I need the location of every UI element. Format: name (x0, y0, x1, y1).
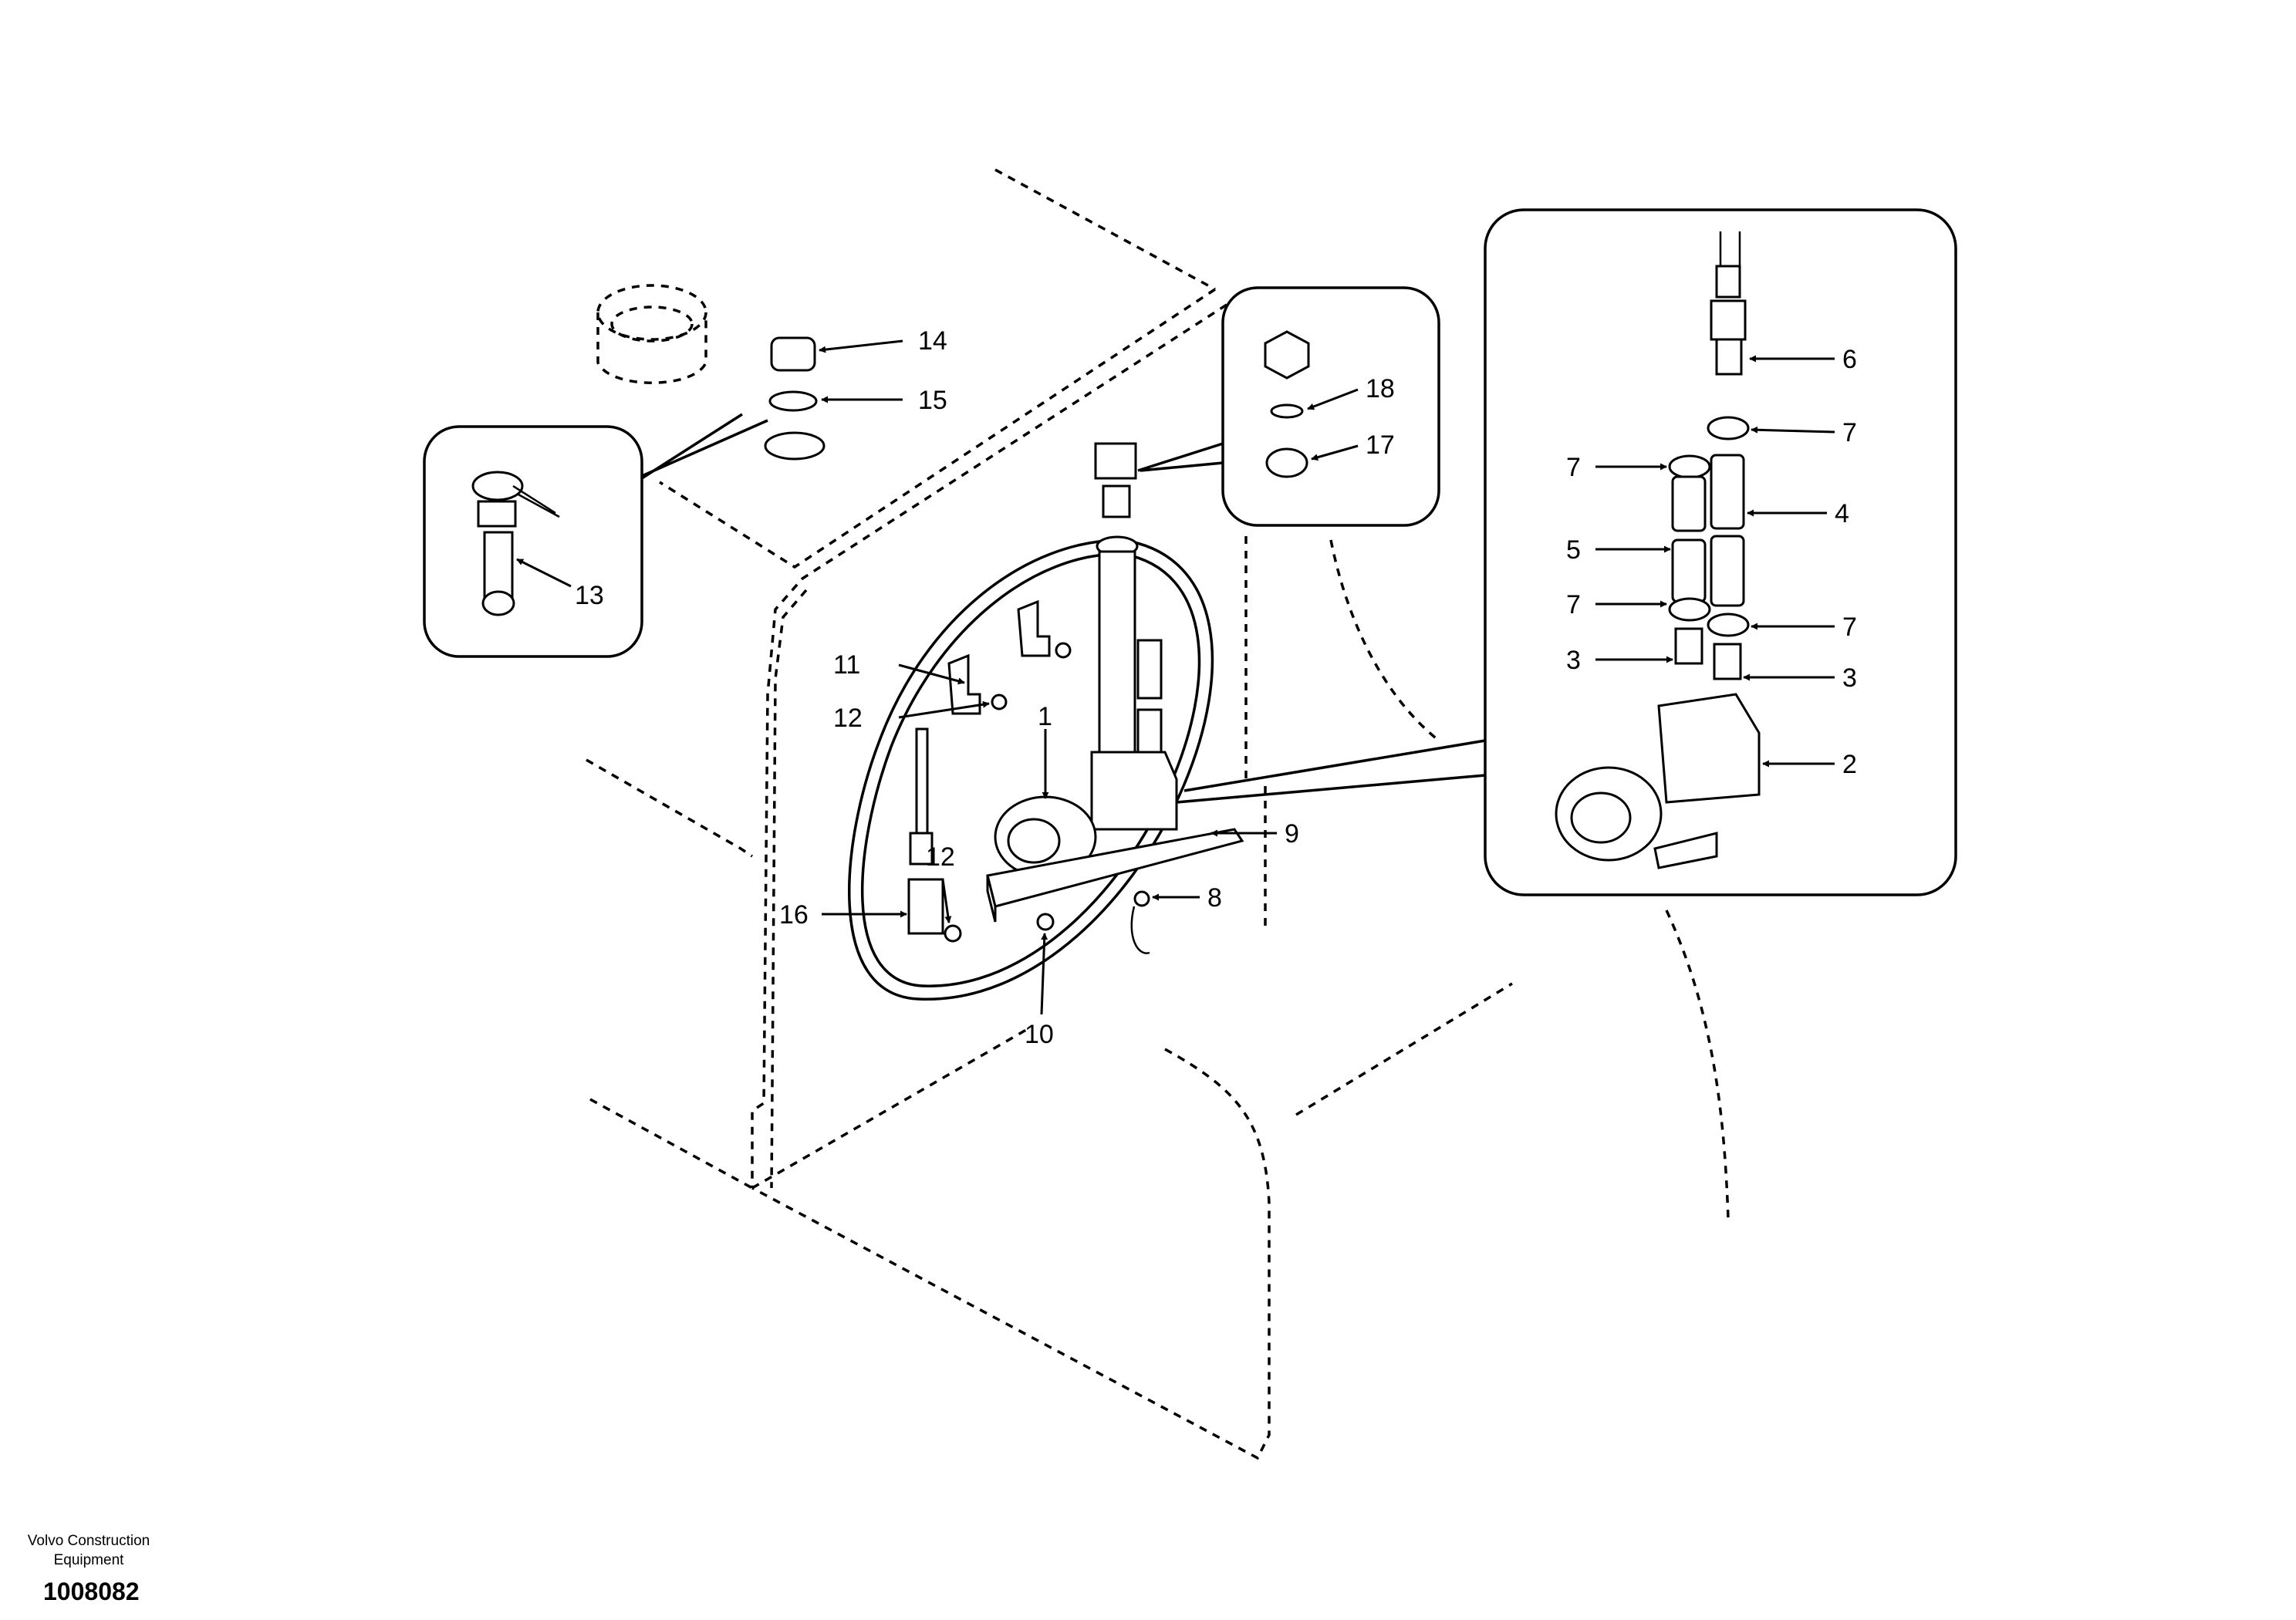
plug-14 (770, 336, 816, 372)
callout-7-d: 7 (1842, 613, 1857, 642)
callout-14: 14 (918, 326, 947, 356)
callout-5: 5 (1566, 535, 1581, 565)
bracket-11-a (947, 653, 981, 715)
callout-10: 10 (1025, 1020, 1054, 1049)
callout-4: 4 (1835, 499, 1849, 528)
pump-2-endcap (1570, 791, 1632, 844)
callout-7-a: 7 (1842, 418, 1857, 447)
drawing-number: 1008082 (43, 1578, 140, 1605)
callout-2: 2 (1842, 750, 1857, 779)
callout-12-b: 12 (926, 842, 955, 872)
sender-float (481, 590, 515, 616)
callout-17: 17 (1366, 430, 1395, 460)
clamp-7-left-top (1668, 454, 1711, 479)
pump-2-foot (1653, 832, 1718, 869)
bolt-12-lower (944, 924, 962, 943)
hose-4-lower (1710, 535, 1745, 607)
hose-5-upper (1671, 475, 1707, 532)
oring-18 (1270, 403, 1304, 419)
clamp-7-left-bottom (1668, 597, 1711, 622)
callout-labels: 14 15 13 18 17 6 7 7 4 5 7 7 3 3 2 1 9 8… (575, 326, 1857, 1049)
hose-5-lower (1671, 538, 1707, 603)
manufacturer-line-1: Volvo Construction (27, 1533, 150, 1549)
breather-cap (1094, 442, 1137, 480)
callout-7-c: 7 (1566, 590, 1581, 619)
bolt-10 (1036, 913, 1055, 931)
callout-13: 13 (575, 581, 604, 610)
plate-edge (986, 875, 997, 923)
callout-3-b: 3 (1842, 663, 1857, 693)
callout-15: 15 (918, 386, 947, 415)
coupling-upper (1136, 639, 1163, 700)
callout-7-b: 7 (1566, 453, 1581, 482)
hose-8 (1130, 906, 1150, 954)
filler-parts (596, 284, 826, 461)
drawing-footer: Volvo Construction Equipment 1008082 (0, 1531, 177, 1606)
bolt-12-upper (991, 694, 1008, 710)
callout-3-a: 3 (1566, 646, 1581, 675)
callout-18: 18 (1366, 374, 1395, 403)
callout-1: 1 (1038, 702, 1052, 731)
hose-loop (847, 538, 1214, 1001)
bolt-12-upper-b (1055, 642, 1072, 659)
pump-assembly (907, 442, 1244, 954)
washer (764, 431, 826, 461)
callout-11: 11 (833, 650, 860, 680)
callout-16: 16 (779, 900, 809, 930)
vertical-pipe (1098, 550, 1136, 754)
motor-endcap (1007, 818, 1061, 864)
hose-16-fitting (909, 832, 934, 866)
clamp-7-right-bottom (1707, 613, 1750, 637)
callout-9: 9 (1285, 819, 1299, 849)
bolt-8 (1133, 890, 1150, 907)
hose-16-sleeve (907, 878, 944, 935)
seal-15 (768, 390, 818, 412)
detail-box-13 (423, 413, 768, 658)
leader-lines (516, 339, 1835, 1015)
callout-12-a: 12 (833, 704, 863, 733)
callout-6: 6 (1842, 345, 1857, 374)
breather-18 (1264, 330, 1310, 380)
fitting-6-body (1710, 299, 1747, 341)
nipple-3-right (1713, 643, 1742, 680)
pump-2-head (1657, 693, 1761, 804)
sender-collar (477, 500, 517, 528)
tank-outline (586, 168, 1730, 1460)
bracket-11-b (1017, 599, 1051, 657)
clamp-7-top (1707, 416, 1750, 440)
hose-4-upper (1710, 454, 1745, 530)
breather-fitting (1102, 484, 1131, 518)
hose-16-line (915, 727, 929, 835)
sender-tube (483, 531, 514, 599)
detail-box-pump (1176, 208, 1957, 896)
fitting-6-thread (1715, 338, 1743, 376)
fitting-6-top (1715, 265, 1741, 299)
callout-8: 8 (1207, 883, 1222, 913)
adapter-17 (1265, 447, 1308, 478)
nipple-3-left (1674, 627, 1703, 665)
pump-head (1090, 751, 1178, 831)
manufacturer-line-2: Equipment (53, 1552, 124, 1568)
detail-box-17-18 (1137, 286, 1440, 527)
sender-head (471, 471, 524, 501)
